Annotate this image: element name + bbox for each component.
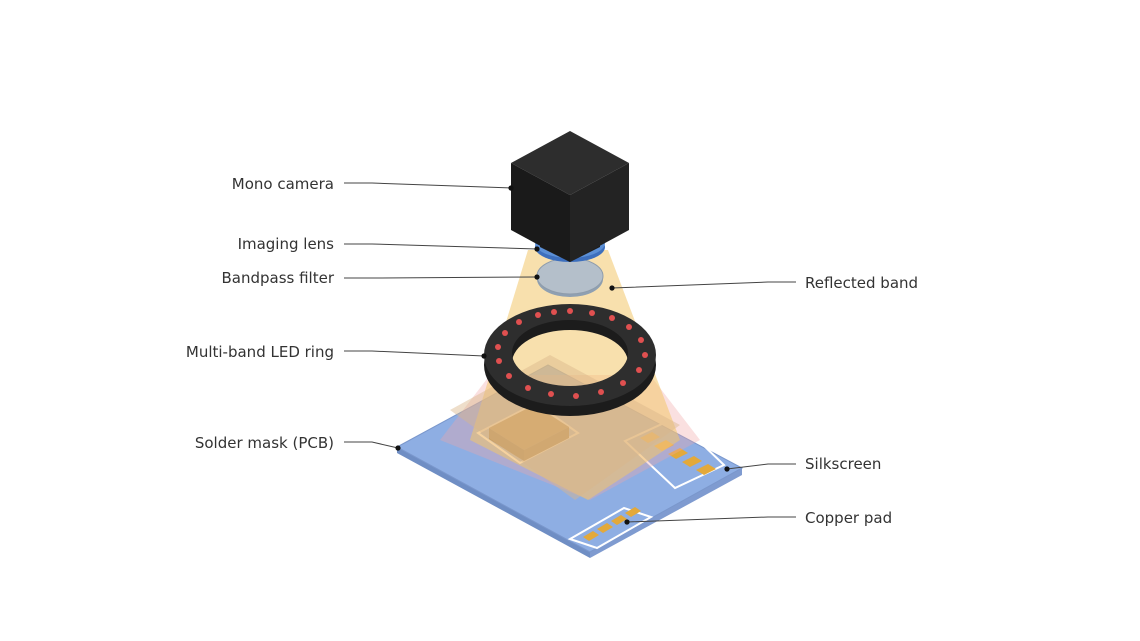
camera-icon: [511, 131, 629, 262]
label-bandpass-filter: Bandpass filter: [221, 269, 334, 287]
leader-lines: [344, 182, 796, 525]
copper-pads-bottom: [583, 507, 641, 541]
label-copper-pad: Copper pad: [805, 509, 892, 527]
label-reflected-band: Reflected band: [805, 274, 918, 292]
filter-icon: [536, 257, 604, 297]
label-led-ring: Multi-band LED ring: [186, 343, 334, 361]
led-ring-icon: [484, 304, 656, 416]
label-silkscreen: Silkscreen: [805, 455, 881, 473]
silkscreen-pad-outline-bottom: [567, 506, 654, 550]
label-solder-mask: Solder mask (PCB): [195, 434, 334, 452]
label-mono-camera: Mono camera: [232, 175, 334, 193]
label-imaging-lens: Imaging lens: [238, 235, 335, 253]
